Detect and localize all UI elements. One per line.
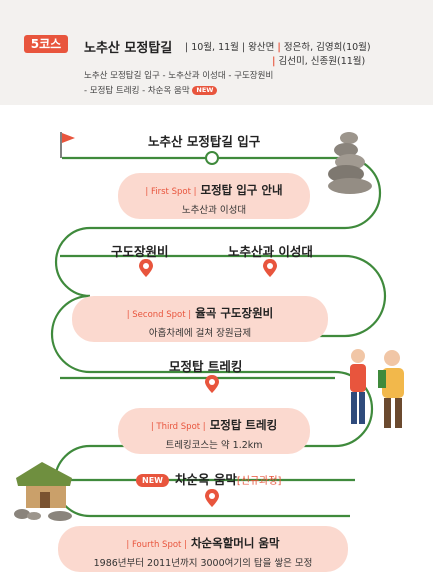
course-header: 5코스 노추산 모정탑길 | 10월, 11월 | 왕산면 | 정은하, 김영희…: [0, 0, 433, 105]
course-meta: | 10월, 11월 | 왕산면 | 정은하, 김영희(10월): [185, 39, 371, 53]
new-badge: NEW: [192, 86, 218, 95]
spot-1-desc: 노추산과 이성대: [181, 205, 247, 216]
hikers-icon: [350, 349, 404, 428]
route-summary-text: - 모정탑 트레킹 - 차순옥 움막: [84, 86, 193, 96]
start-node: [205, 151, 219, 165]
course-months: | 10월, 11월 | 왕산면: [185, 42, 278, 53]
stop-3: 모정탑 트레킹: [169, 359, 243, 374]
stop-start: 노추산 모정탑길 입구: [148, 134, 261, 149]
spot-4-desc: 1986년부터 2011년까지 3000여기의 탑을 쌓은 모정: [93, 558, 313, 569]
new-stop-title: 차순옥 움막: [174, 472, 237, 487]
stop-new: NEW 차순옥 움막[신규과정]: [136, 469, 281, 488]
spot-2-desc: 아홉차례에 걸쳐 장원급제: [148, 328, 252, 339]
map-pin-icon: [139, 259, 153, 277]
new-stop-sub: [신규과정]: [236, 476, 282, 487]
new-stop-badge: NEW: [136, 474, 169, 487]
spot-card-3: | Third Spot | 모정탑 트레킹 트레킹코스는 약 1.2km: [118, 408, 310, 454]
course-guides-nov: 김선미, 신종원(11월): [275, 56, 366, 67]
spot-1-title: 모정탑 입구 안내: [200, 183, 283, 197]
spot-2-title: 율곡 구도장원비: [195, 306, 274, 320]
spot-4-tag: | Fourth Spot |: [126, 540, 187, 550]
spot-3-tag: | Third Spot |: [150, 422, 206, 432]
spot-3-desc: 트레킹코스는 약 1.2km: [165, 440, 263, 451]
spot-1-tag: | First Spot |: [145, 187, 197, 197]
stop-1: 구도장원비: [111, 244, 169, 259]
meta-divider-2: |: [272, 56, 276, 67]
route-summary-line2: - 모정탑 트레킹 - 차순옥 움막 NEW: [84, 84, 218, 96]
map-pin-icon: [205, 489, 219, 507]
route-summary-line1: 노추산 모정탑길 입구 - 노추산과 이성대 - 구도장원비: [84, 71, 274, 81]
spot-card-4: | Fourth Spot | 차순옥할머니 움막 1986년부터 2011년까…: [58, 526, 348, 572]
spot-3-title: 모정탑 트레킹: [209, 418, 278, 432]
spot-card-2: | Second Spot | 율곡 구도장원비 아홉차례에 걸쳐 장원급제: [72, 296, 328, 342]
course-badge: 5코스: [24, 35, 68, 53]
stone-tower-icon: [328, 132, 372, 194]
map-pin-icon: [263, 259, 277, 277]
thatched-hut-icon: [14, 462, 72, 521]
stop-2: 노추산과 이성대: [228, 244, 313, 259]
spot-2-tag: | Second Spot |: [126, 310, 192, 320]
course-guides-oct: 정은하, 김영희(10월): [280, 42, 371, 53]
course-meta-2: | 김선미, 신종원(11월): [272, 53, 365, 67]
map-pin-icon: [205, 375, 219, 393]
meta-divider: |: [277, 42, 281, 53]
spot-card-1: | First Spot | 모정탑 입구 안내 노추산과 이성대: [118, 173, 310, 219]
spot-4-title: 차순옥할머니 움막: [190, 536, 280, 550]
course-title: 노추산 모정탑길: [84, 41, 173, 56]
flag-icon: [60, 132, 75, 158]
